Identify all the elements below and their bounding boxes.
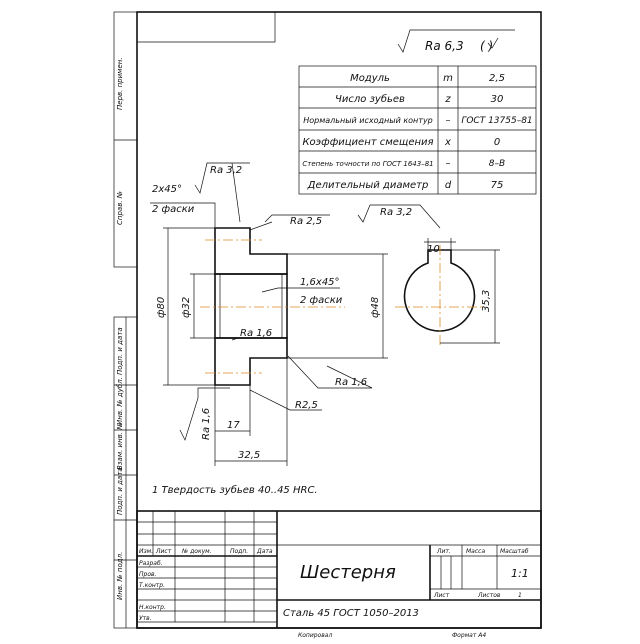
chamfer-outer-note: 2 фаски (152, 204, 195, 215)
tb-col-3: Подп. (230, 548, 248, 555)
mass-label: Масса (466, 548, 485, 555)
param-value-3: 0 (494, 137, 500, 148)
chamfer-bore: 1,6x45° (300, 277, 340, 288)
drawing-title: Шестерня (300, 562, 396, 583)
top-corner-box (136, 12, 276, 43)
param-symbol-2: – (446, 115, 451, 126)
roughness-general-text: Ra 6,3 (425, 39, 464, 53)
radius: R2,5 (295, 400, 318, 411)
side-label-0: Перв. примен. (116, 57, 124, 110)
tb-col-4: Дата (256, 548, 273, 555)
sheets-label: Листов (477, 592, 501, 599)
dia-hub: ф48 (370, 297, 381, 318)
param-value-2: ГОСТ 13755–81 (461, 116, 532, 126)
ra-face: Ra 1,6 (201, 408, 212, 440)
param-value-5: 75 (491, 180, 504, 191)
ra-top: Ra 3,2 (210, 165, 242, 176)
sheets-value: 1 (518, 592, 522, 599)
param-value-4: 8–B (489, 159, 505, 169)
title-block-grid (136, 510, 542, 629)
width-total: 32,5 (238, 450, 260, 461)
tb-role-4: Н.контр. (139, 604, 166, 611)
hardness-note: 1 Твердость зубьев 40..45 HRC. (152, 484, 318, 496)
side-label-2: Подп. и дата (116, 327, 124, 375)
tb-role-0: Разраб. (139, 560, 163, 567)
roughness-general-symbol: Ra 6,3 ( ) (397, 29, 515, 53)
param-name-1: Число зубьев (335, 93, 405, 105)
sheet-label: Лист (433, 592, 450, 599)
side-label-1: Справ. № (116, 191, 124, 225)
gear-section (200, 227, 345, 386)
side-label-5: Подп. и дата (116, 467, 124, 515)
scale-label: Масштаб (500, 548, 529, 555)
ra-bottom: Ra 1,6 (335, 377, 367, 388)
param-name-3: Коэффициент смещения (302, 137, 433, 148)
tb-role-2: Т.контр. (139, 582, 165, 589)
side-label-4: Взам. инв. № (116, 422, 124, 470)
param-name-0: Модуль (350, 73, 390, 84)
ra-bore: Ra 1,6 (240, 328, 272, 339)
keyway-depth: 35,3 (481, 290, 492, 312)
width-hub: 17 (227, 420, 240, 431)
tb-role-5: Утв. (139, 615, 152, 622)
param-symbol-0: m (443, 73, 453, 84)
param-value-1: 30 (491, 94, 504, 105)
tb-col-1: Лист (155, 548, 172, 555)
roughness-general-suffix: ( ) (480, 39, 493, 53)
keyway-ra: Ra 3,2 (380, 207, 412, 218)
material: Сталь 45 ГОСТ 1050–2013 (283, 608, 419, 619)
left-margin-strips (113, 11, 138, 629)
param-name-2: Нормальный исходный контур (303, 116, 433, 125)
format-label: Формат А4 (452, 632, 486, 639)
keyway-view (357, 204, 500, 345)
keyway-width: 10 (427, 244, 440, 255)
param-symbol-3: x (444, 137, 451, 148)
chamfer-bore-note: 2 фаски (300, 295, 343, 306)
dia-bore: ф32 (181, 297, 192, 318)
lit-label: Лит. (436, 548, 451, 555)
copied-label: Копировал (298, 632, 332, 639)
chamfer-outer: 2x45° (152, 184, 182, 195)
param-symbol-1: z (444, 94, 451, 105)
dia-outer: ф80 (156, 297, 167, 318)
param-name-4: Степень точности по ГОСТ 1643–81 (302, 160, 433, 168)
param-symbol-5: d (445, 180, 452, 191)
param-symbol-4: – (446, 158, 451, 169)
param-name-5: Делительный диаметр (307, 180, 429, 191)
side-label-3: Инв. № дубл. (116, 377, 124, 425)
scale-value: 1:1 (511, 567, 529, 580)
ra-side: Ra 2,5 (290, 216, 322, 227)
tb-col-2: № докум. (181, 548, 212, 555)
section-dimension-lines (150, 162, 388, 466)
side-label-6: Инв. № подл. (116, 552, 124, 600)
tb-col-0: Изм. (139, 548, 153, 555)
parameter-table (298, 65, 537, 195)
param-value-0: 2,5 (489, 73, 505, 84)
tb-role-1: Пров. (139, 571, 157, 578)
